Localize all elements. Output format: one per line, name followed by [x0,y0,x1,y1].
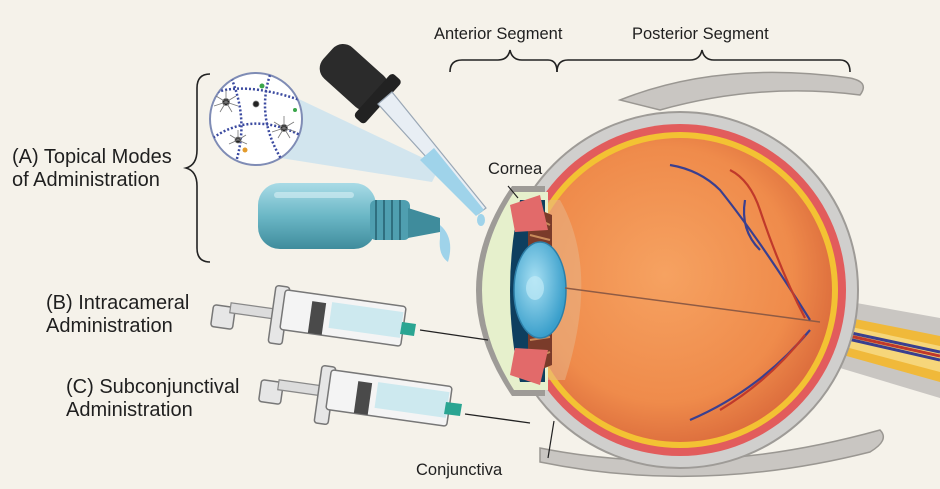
topical-label-line2: of Administration [12,170,160,192]
cornea-label: Cornea [488,161,542,179]
posterior-segment-label: Posterior Segment [632,26,769,44]
upper-eyelid [620,72,863,110]
eye-drop-bottle [258,183,450,262]
topical-label-line1: (A) Topical Modes [12,147,172,169]
topical-brace [186,74,210,262]
anterior-segment-label: Anterior Segment [434,26,562,44]
segment-brackets [450,50,850,72]
subconjunctival-label-line2: Administration [66,400,193,422]
subconjunctival-label-line1: (C) Subconjunctival [66,377,239,399]
subconjunctival-syringe [259,365,530,426]
intracameral-label-line2: Administration [46,316,173,338]
intracameral-label-line1: (B) Intracameral [46,293,189,315]
intracameral-syringe [211,285,488,346]
conjunctiva-label: Conjunctiva [416,462,502,480]
